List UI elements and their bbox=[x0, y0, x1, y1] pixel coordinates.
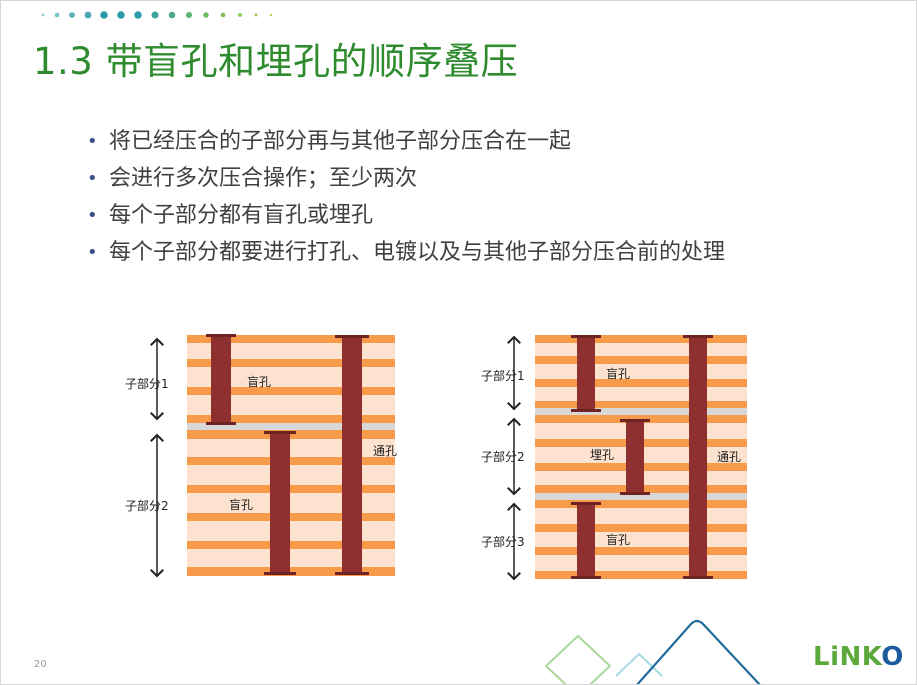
left-subpart2-label: 子部分2 bbox=[125, 499, 169, 513]
right-blind-via-bottom-label: 盲孔 bbox=[606, 533, 631, 547]
left-through-via-label: 通孔 bbox=[373, 444, 398, 458]
right-separator-1 bbox=[535, 408, 747, 415]
right-buried-via bbox=[620, 419, 650, 495]
right-subpart1-label: 子部分1 bbox=[481, 369, 525, 383]
right-separator-2 bbox=[535, 493, 747, 500]
right-through-via bbox=[683, 335, 713, 579]
linko-logo: LiNKO bbox=[813, 642, 904, 672]
bullet-item: • 每个子部分都有盲孔或埋孔 bbox=[87, 197, 725, 234]
bullet-dot-icon: • bbox=[87, 205, 98, 226]
right-subpart3-label: 子部分3 bbox=[481, 535, 525, 549]
right-blind-via-bottom bbox=[571, 502, 601, 579]
decorative-diamonds bbox=[544, 619, 761, 684]
left-through-via bbox=[335, 335, 369, 575]
slide-number: 20 bbox=[34, 659, 47, 670]
bullet-item: • 将已经压合的子部分再与其他子部分压合在一起 bbox=[87, 123, 725, 160]
left-blind-via-bottom-label: 盲孔 bbox=[229, 498, 254, 512]
page-title: 1.3 带盲孔和埋孔的顺序叠压 bbox=[33, 40, 519, 83]
bullet-dot-icon: • bbox=[87, 242, 98, 263]
left-separator bbox=[187, 423, 395, 430]
bullet-item: • 每个子部分都要进行打孔、电镀以及与其他子部分压合前的处理 bbox=[87, 234, 725, 271]
right-subpart2-stack bbox=[535, 415, 747, 493]
left-blind-via-bottom bbox=[264, 431, 296, 575]
right-blind-via-top bbox=[571, 335, 601, 412]
left-subpart2-stack bbox=[187, 430, 395, 576]
bullet-text: 会进行多次压合操作；至少两次 bbox=[109, 166, 418, 191]
bullet-text: 将已经压合的子部分再与其他子部分压合在一起 bbox=[109, 129, 572, 154]
right-blind-via-top-label: 盲孔 bbox=[606, 367, 631, 381]
right-through-via-label: 通孔 bbox=[717, 450, 742, 464]
right-buried-via-label: 埋孔 bbox=[590, 448, 615, 462]
bullet-list: • 将已经压合的子部分再与其他子部分压合在一起 • 会进行多次压合操作；至少两次 •… bbox=[87, 123, 725, 271]
right-subpart3-stack bbox=[535, 500, 747, 579]
left-subpart1-stack bbox=[187, 335, 395, 423]
bullet-text: 每个子部分都有盲孔或埋孔 bbox=[109, 203, 374, 228]
left-blind-via-top-label: 盲孔 bbox=[247, 375, 272, 389]
right-subpart1-stack bbox=[535, 335, 747, 408]
left-subpart1-label: 子部分1 bbox=[125, 377, 169, 391]
right-subpart2-label: 子部分2 bbox=[481, 450, 525, 464]
bullet-dot-icon: • bbox=[87, 168, 98, 189]
bullet-dot-icon: • bbox=[87, 131, 98, 152]
bullet-text: 每个子部分都要进行打孔、电镀以及与其他子部分压合前的处理 bbox=[109, 240, 726, 265]
left-blind-via-top bbox=[206, 334, 236, 425]
bullet-item: • 会进行多次压合操作；至少两次 bbox=[87, 160, 725, 197]
header-dot-row bbox=[41, 11, 273, 19]
